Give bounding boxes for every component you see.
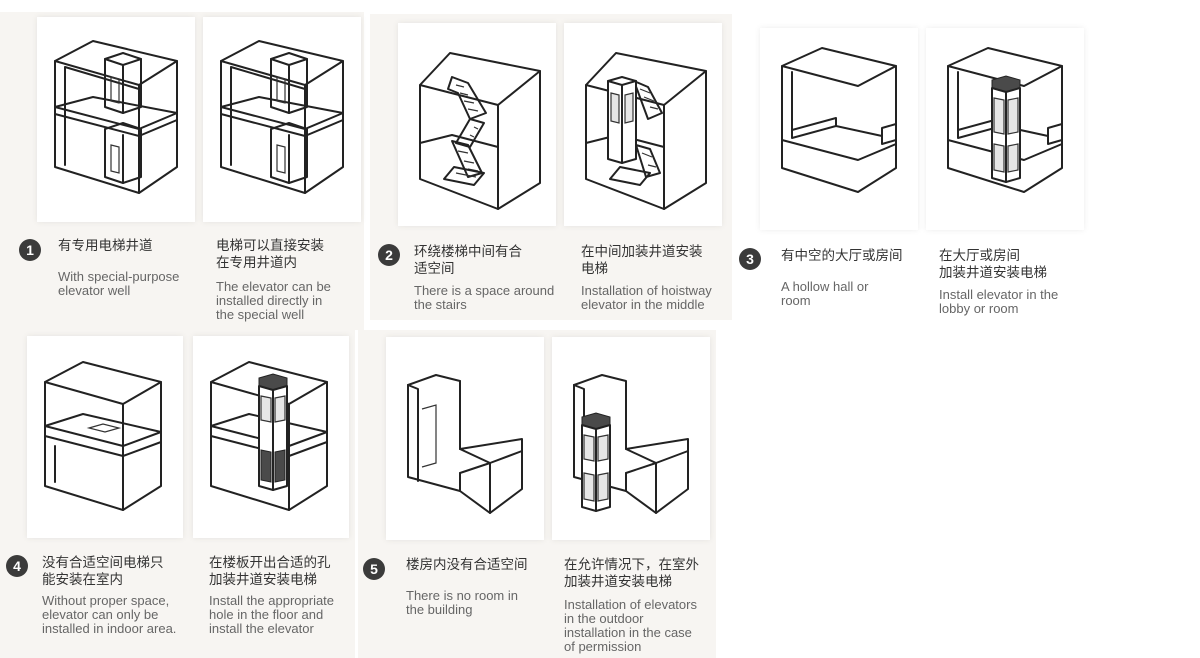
illustration-dedicated-well <box>37 17 195 222</box>
illustration-hole-in-floor <box>193 336 349 538</box>
illustration-outdoor-elevator <box>552 337 710 540</box>
option-title-zh: 没有合适空间电梯只能安装在室内 <box>42 555 164 588</box>
step-number-badge: 1 <box>19 239 41 261</box>
step-number-badge: 4 <box>6 555 28 577</box>
illustration-elevator-in-well <box>203 17 361 222</box>
option-description-en: Without proper space,elevator can only b… <box>42 593 177 636</box>
option-title-zh: 在楼板开出合适的孔加装井道安装电梯 <box>209 555 331 588</box>
illustration-building-no-room <box>386 337 544 540</box>
option-title-zh: 有中空的大厅或房间 <box>781 248 903 264</box>
option-title-zh: 在中间加装井道安装电梯 <box>581 244 703 277</box>
illustration-elevator-in-hall <box>926 28 1084 230</box>
illustration-floor-slab <box>27 336 183 538</box>
option-title-zh: 楼房内没有合适空间 <box>406 557 528 573</box>
step-number-badge: 3 <box>739 248 761 270</box>
option-title-zh: 有专用电梯井道 <box>58 238 153 254</box>
illustration-hoistway-between-stairs <box>564 23 722 226</box>
option-title-zh: 在允许情况下，在室外加装井道安装电梯 <box>564 557 699 590</box>
illustration-hollow-hall <box>760 28 918 230</box>
option-title-zh: 环绕楼梯中间有合适空间 <box>414 244 522 277</box>
option-title-zh: 电梯可以直接安装在专用井道内 <box>216 238 324 271</box>
step-number-badge: 2 <box>378 244 400 266</box>
step-number-badge: 5 <box>363 558 385 580</box>
illustration-stairwell-void <box>398 23 556 226</box>
option-title-zh: 在大厅或房间加装井道安装电梯 <box>939 248 1047 281</box>
